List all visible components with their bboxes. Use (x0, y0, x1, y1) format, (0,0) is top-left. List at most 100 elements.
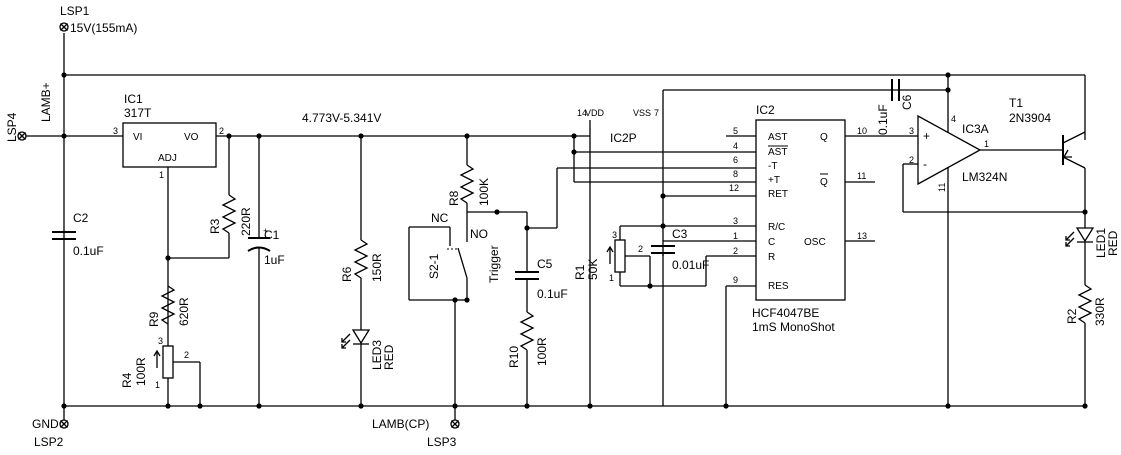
svg-text:1: 1 (984, 139, 989, 149)
svg-text:-T: -T (768, 161, 777, 172)
ic2p-vss: VSS (633, 108, 651, 118)
ic2p-pin7: 7 (654, 108, 659, 118)
svg-text:3: 3 (909, 126, 914, 136)
svg-text:10: 10 (857, 126, 867, 136)
potentiometer-r1: 3 2 1 R1 50K (573, 226, 707, 287)
svg-text:2: 2 (638, 244, 643, 254)
svg-text:AST: AST (768, 147, 787, 158)
resistor-r10: R10 100R (507, 311, 549, 406)
svg-text:5: 5 (733, 126, 738, 136)
svg-text:6: 6 (733, 155, 738, 165)
lsp1-value: 15V(155mA) (70, 21, 137, 35)
resistor-r6: R6 150R (340, 136, 384, 330)
capacitor-c6: C6 0.1uF (876, 79, 914, 135)
svg-text:2: 2 (733, 246, 738, 256)
ic2p-ref: IC2P (610, 131, 637, 145)
r1-ref: R1 (573, 264, 587, 280)
ic2p-vdd: VDD (585, 108, 605, 118)
r6-value: 150R (370, 253, 384, 282)
svg-text:2: 2 (909, 155, 914, 165)
capacitor-c5: C5 0.1uF (515, 257, 568, 312)
c2-value: 0.1uF (73, 244, 104, 258)
port-lsp4: LSP4 (5, 112, 64, 142)
c3-ref: C3 (672, 227, 688, 241)
t1-ref: T1 (1009, 96, 1023, 110)
c6-ref: C6 (900, 94, 914, 110)
ground-rail (64, 330, 1086, 407)
ic2-hcf4047: IC2 HCF4047BE 1mS MonoShot AST AST -T +T… (729, 103, 867, 334)
svg-text:8: 8 (733, 169, 738, 179)
led3-ref: LED3 (370, 340, 384, 370)
r4-value: 100R (134, 357, 148, 386)
r6-ref: R6 (340, 266, 354, 282)
svg-text:-: - (923, 157, 927, 171)
c6-value: 0.1uF (876, 104, 890, 135)
r10-value: 100R (535, 337, 549, 366)
svg-text:4: 4 (733, 141, 738, 151)
ic2-desc: 1mS MonoShot (752, 320, 835, 334)
r8-value: 100K (477, 178, 491, 206)
ic1-vo: VO (184, 132, 199, 143)
c3-value: 0.01uF (672, 258, 709, 272)
ic1-vi: VI (133, 132, 142, 143)
r9-ref: R9 (147, 311, 161, 327)
transistor-t1: T1 2N3904 (1009, 96, 1086, 212)
svg-text:3: 3 (612, 230, 617, 240)
lsp3-label: LSP3 (427, 435, 457, 449)
switch-ref: S2-1 (427, 253, 441, 279)
ic1-adj: ADJ (158, 153, 177, 164)
svg-text:+T: +T (768, 175, 780, 186)
ic3a-ref: IC3A (962, 122, 989, 136)
ic1-part: 317T (124, 106, 152, 120)
svg-text:11: 11 (857, 171, 866, 181)
led1-ref: LED1 (1094, 228, 1108, 258)
switch-label: Trigger (487, 245, 501, 283)
rail-voltage: 4.773V-5.341V (302, 111, 381, 125)
switch-no: NO (470, 227, 488, 241)
svg-text:C: C (768, 237, 775, 248)
c5-ref: C5 (537, 257, 553, 271)
port-lsp2: GND LSP2 (32, 406, 69, 449)
c5-value: 0.1uF (537, 287, 568, 301)
r3-ref: R3 (208, 218, 222, 234)
ic1-regulator: IC1 317T VI VO ADJ 3 2 1 (113, 92, 224, 180)
svg-text:3: 3 (158, 336, 163, 346)
ic1-ref: IC1 (124, 92, 143, 106)
potentiometer-r4: 3 2 1 R4 100R (120, 336, 201, 406)
svg-text:9: 9 (733, 275, 738, 285)
resistor-r2: R2 330R (1065, 284, 1107, 330)
lamb-plus-label: LAMB+ (39, 82, 53, 122)
svg-text:3: 3 (733, 216, 738, 226)
switch-nc: NC (431, 211, 449, 225)
led1-color: RED (1106, 230, 1120, 256)
capacitor-c2: C2 0.1uF (52, 211, 104, 258)
c2-ref: C2 (73, 211, 89, 225)
ic3a-part: LM324N (962, 170, 1007, 184)
r2-value: 330R (1093, 297, 1107, 326)
port-lsp3: LAMB(CP) LSP3 (372, 406, 460, 449)
svg-text:13: 13 (857, 231, 867, 241)
r1-value: 50K (586, 259, 600, 280)
svg-text:R/C: R/C (768, 222, 785, 233)
svg-text:Q: Q (820, 177, 828, 188)
gnd-label: GND (32, 417, 59, 431)
resistor-r9: R9 620R (147, 285, 191, 327)
c1-ref: C1 (264, 228, 280, 242)
ic2p-supply: 1 4 VDD VSS 7 IC2P (577, 89, 948, 406)
svg-text:Q: Q (820, 132, 828, 143)
lsp4-label: LSP4 (5, 112, 19, 142)
svg-text:RES: RES (768, 281, 789, 292)
lsp2-label: LSP2 (34, 435, 64, 449)
r9-value: 620R (177, 297, 191, 326)
led3-color: RED (382, 344, 396, 370)
opamp-ic3a: + - IC3A LM324N 3 2 1 4 11 (909, 114, 1007, 192)
switch-s2-1: NC NO S2-1 Trigger (408, 211, 501, 406)
svg-text:1: 1 (609, 273, 614, 283)
c1-value: 1uF (264, 253, 285, 267)
top-rail (64, 74, 1086, 140)
svg-text:+: + (923, 129, 930, 143)
capacitor-c3: C3 0.01uF (651, 227, 709, 272)
junction-dots (61, 72, 1088, 409)
led-led1: LED1 RED (1065, 212, 1120, 285)
